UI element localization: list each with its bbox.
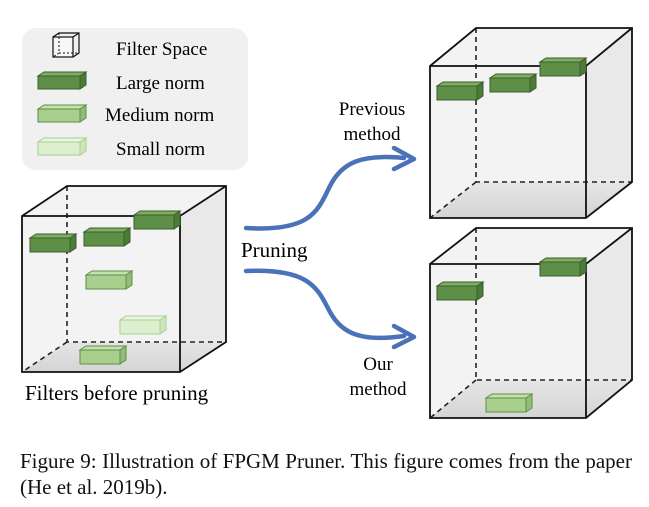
large-norm-filter-icon <box>36 71 88 90</box>
label-our-method-line1: Our <box>363 354 393 375</box>
legend-label-medium-norm: Medium norm <box>105 105 214 126</box>
arrowhead-previous-method <box>391 145 417 172</box>
label-previous-method-line1: Previous <box>339 99 406 120</box>
label-pruning: Pruning <box>241 238 308 262</box>
legend-label-small-norm: Small norm <box>116 139 205 160</box>
small-norm-filter <box>118 315 168 335</box>
large-norm-filter <box>82 227 132 247</box>
arrow-to-our-method <box>243 268 407 341</box>
legend-label-filter-space: Filter Space <box>116 39 207 60</box>
large-norm-filter <box>538 257 588 277</box>
large-norm-filter <box>435 81 485 101</box>
large-norm-filter <box>435 281 485 301</box>
large-norm-filter <box>538 57 588 77</box>
medium-norm-filter <box>84 270 134 290</box>
medium-norm-filter <box>78 345 128 365</box>
arrow-to-previous-method <box>243 154 407 231</box>
filter-space-cube-icon <box>52 32 80 58</box>
arrowhead-our-method <box>391 323 417 350</box>
large-norm-filter <box>132 210 182 230</box>
cube-our-method <box>429 227 633 419</box>
figure-caption: Figure 9: Illustration of FPGM Pruner. T… <box>20 449 632 499</box>
legend-background <box>22 28 248 170</box>
legend-label-large-norm: Large norm <box>116 73 205 94</box>
legend: Filter Space Large norm Medium norm Smal… <box>22 28 248 170</box>
cube-previous-method <box>429 27 633 219</box>
fpgm-diagram: Filter Space Large norm Medium norm Smal… <box>21 27 633 419</box>
label-previous-method-line2: method <box>344 124 401 145</box>
label-our-method-line2: method <box>350 379 407 400</box>
medium-norm-filter-icon <box>36 104 88 123</box>
large-norm-filter <box>488 73 538 93</box>
cube-before-pruning <box>21 185 227 373</box>
label-filters-before-pruning: Filters before pruning <box>25 381 209 405</box>
small-norm-filter-icon <box>36 137 88 156</box>
medium-norm-filter <box>484 393 534 413</box>
large-norm-filter <box>28 233 78 253</box>
